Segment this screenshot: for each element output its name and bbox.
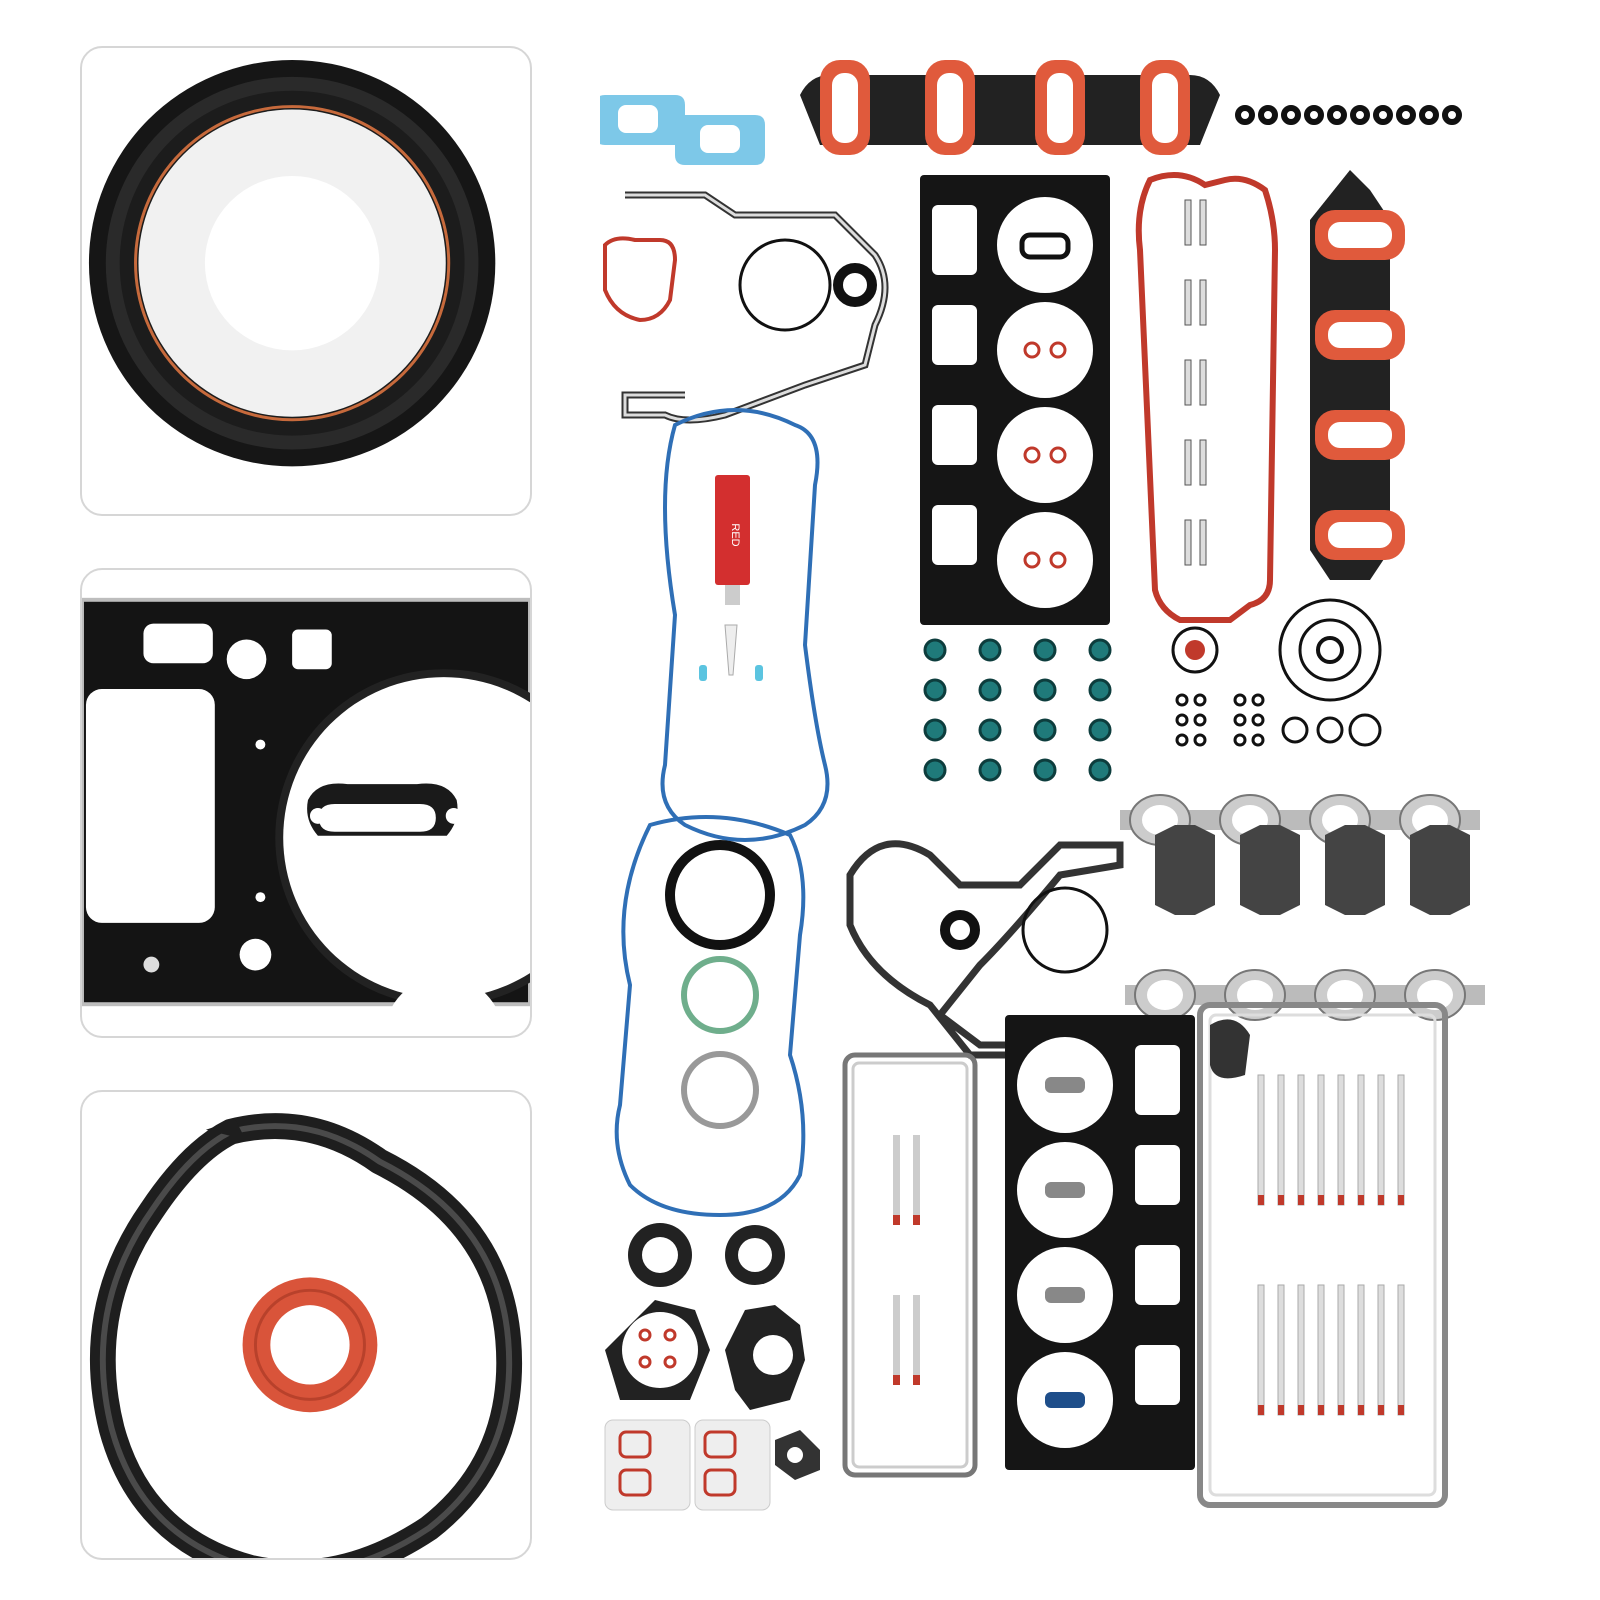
valley-cover-gasket-icon (842, 1052, 978, 1478)
detail-panel-timing-cover-seal (80, 1090, 532, 1560)
crankshaft-seal-icon (628, 1223, 785, 1287)
front-cover-gasket-icon (603, 191, 889, 424)
cylinder-head-gasket-left-icon (920, 175, 1110, 625)
exhaust-flange-gasket-icon (1155, 825, 1470, 915)
rear-main-seal-icon (88, 59, 496, 467)
o-ring-row-icon (1235, 105, 1462, 125)
o-ring-set-icon (1171, 598, 1382, 747)
exhaust-manifold-gasket-lower-icon (1125, 969, 1485, 1021)
rtv-sealant-tube-icon: RED (699, 475, 763, 681)
water-pump-gasket-icon (605, 1300, 805, 1410)
front-cover-gasket-lower-icon (846, 840, 1124, 1059)
head-gasket-closeup-icon (82, 597, 530, 1036)
egr-gasket-icon (604, 1419, 820, 1511)
cylinder-head-gasket-right-icon (1005, 1015, 1195, 1470)
gasket-kit-layout: RED (600, 60, 1485, 1511)
oil-pan-gasket-lower-icon (614, 815, 806, 1218)
valve-cover-gasket-icon (1135, 172, 1279, 623)
thermostat-gasket-icon (600, 95, 765, 165)
exhaust-manifold-gasket-icon (1120, 794, 1480, 846)
oil-pan-gasket-upper-icon (660, 408, 830, 842)
head-bolt-lower-icon (893, 1135, 920, 1385)
intake-manifold-gasket-vertical-icon (1310, 170, 1405, 580)
oil-pan-gasket-large-icon (1197, 1002, 1448, 1508)
detail-panel-rear-main-seal (80, 46, 532, 516)
timing-cover-gasket-icon (89, 1113, 522, 1558)
head-bolt-icon (1184, 199, 1207, 566)
detail-panel-head-gasket (80, 568, 532, 1038)
valve-stem-seal-icon (923, 638, 1112, 782)
tube-label: RED (729, 523, 741, 546)
long-bolt-set-icon (1257, 1074, 1405, 1416)
intake-manifold-gasket-icon (800, 60, 1220, 155)
